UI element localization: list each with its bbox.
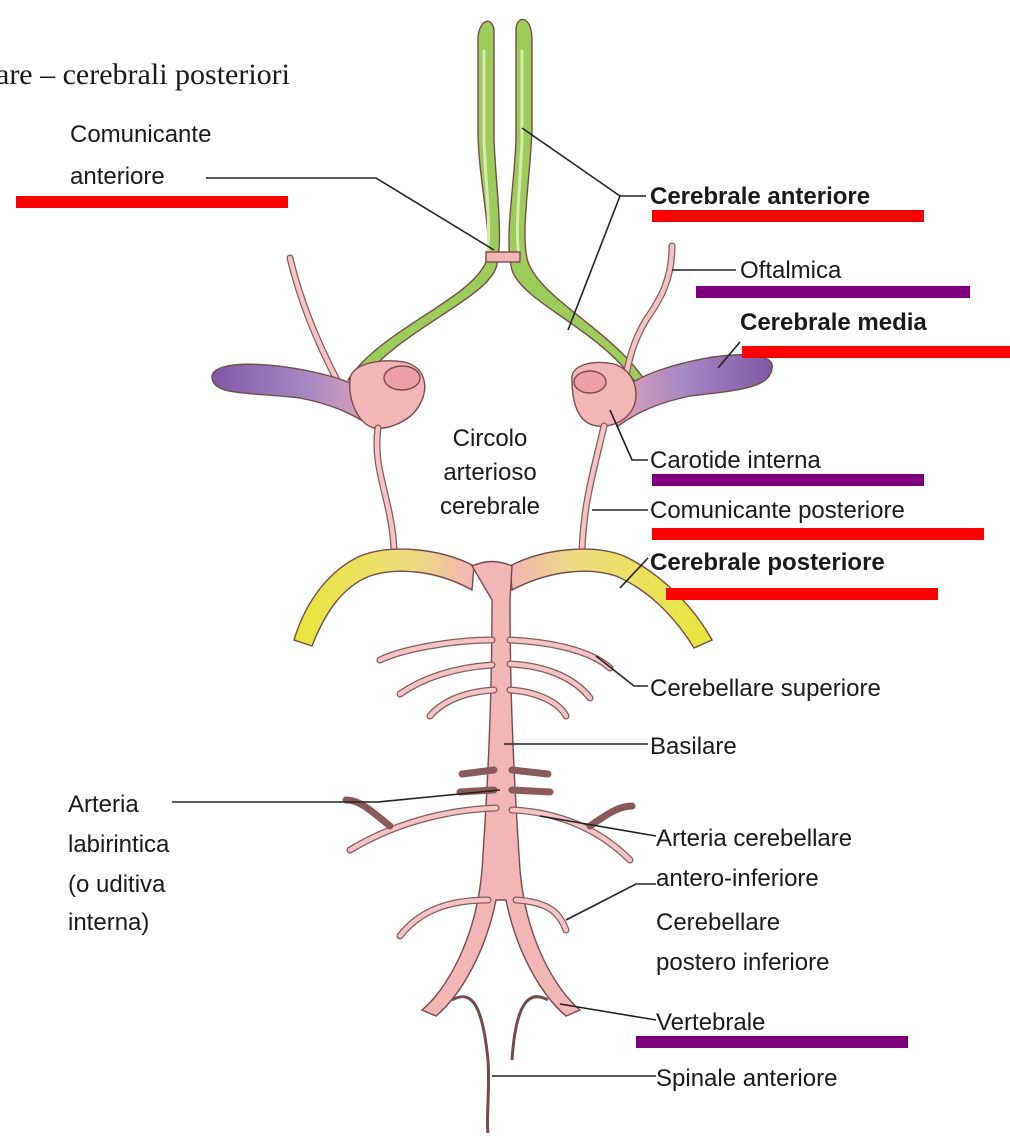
cerebrale-media-vessels <box>212 355 772 428</box>
label-arteria-labirintica-3: (o uditiva <box>68 871 166 898</box>
cerebrale-anteriore-vessels <box>348 19 646 382</box>
label-arteria-cerebellare-ai-2: antero-inferiore <box>656 865 819 892</box>
label-comunicante-anteriore-1: Comunicante <box>70 121 211 148</box>
red-underline-cerebrale-media <box>742 346 1010 358</box>
label-arteria-labirintica-2: labirintica <box>68 831 170 858</box>
label-circolo-3: cerebrale <box>440 493 540 520</box>
carotide-interna-vessels <box>350 361 636 428</box>
label-cerebrale-media: Cerebrale media <box>740 309 927 336</box>
label-cerebellare-pi-1: Cerebellare <box>656 909 780 936</box>
leader-lines <box>172 128 740 1076</box>
label-circolo-2: arterioso <box>443 459 536 486</box>
label-spinale-anteriore: Spinale anteriore <box>656 1065 837 1092</box>
label-arteria-cerebellare-ai-1: Arteria cerebellare <box>656 825 852 852</box>
purple-underline-vertebrale <box>636 1036 908 1048</box>
label-basilare: Basilare <box>650 733 737 760</box>
label-arteria-labirintica-4: interna) <box>68 909 149 936</box>
label-cerebrale-anteriore: Cerebrale anteriore <box>650 183 870 210</box>
red-underline-cerebrale-posteriore <box>666 588 938 600</box>
label-cerebellare-pi-2: postero inferiore <box>656 949 829 976</box>
page-title: are – cerebrali posteriori <box>0 58 290 91</box>
label-vertebrale: Vertebrale <box>656 1009 765 1036</box>
label-carotide-interna: Carotide interna <box>650 447 821 474</box>
label-comunicante-posteriore: Comunicante posteriore <box>650 497 905 524</box>
label-circolo-1: Circolo <box>453 425 528 452</box>
label-oftalmica: Oftalmica <box>740 257 842 284</box>
label-cerebrale-posteriore: Cerebrale posteriore <box>650 549 885 576</box>
label-cerebellare-superiore: Cerebellare superiore <box>650 675 881 702</box>
purple-underline-oftalmica <box>696 286 970 298</box>
label-arteria-labirintica-1: Arteria <box>68 791 139 818</box>
red-underline-comunicante-posteriore <box>652 528 984 540</box>
red-underline-comunicante-anteriore <box>16 196 288 208</box>
red-underline-cerebrale-anteriore <box>652 210 924 222</box>
label-comunicante-anteriore-2: anteriore <box>70 163 165 190</box>
purple-underline-carotide-interna <box>652 474 924 486</box>
